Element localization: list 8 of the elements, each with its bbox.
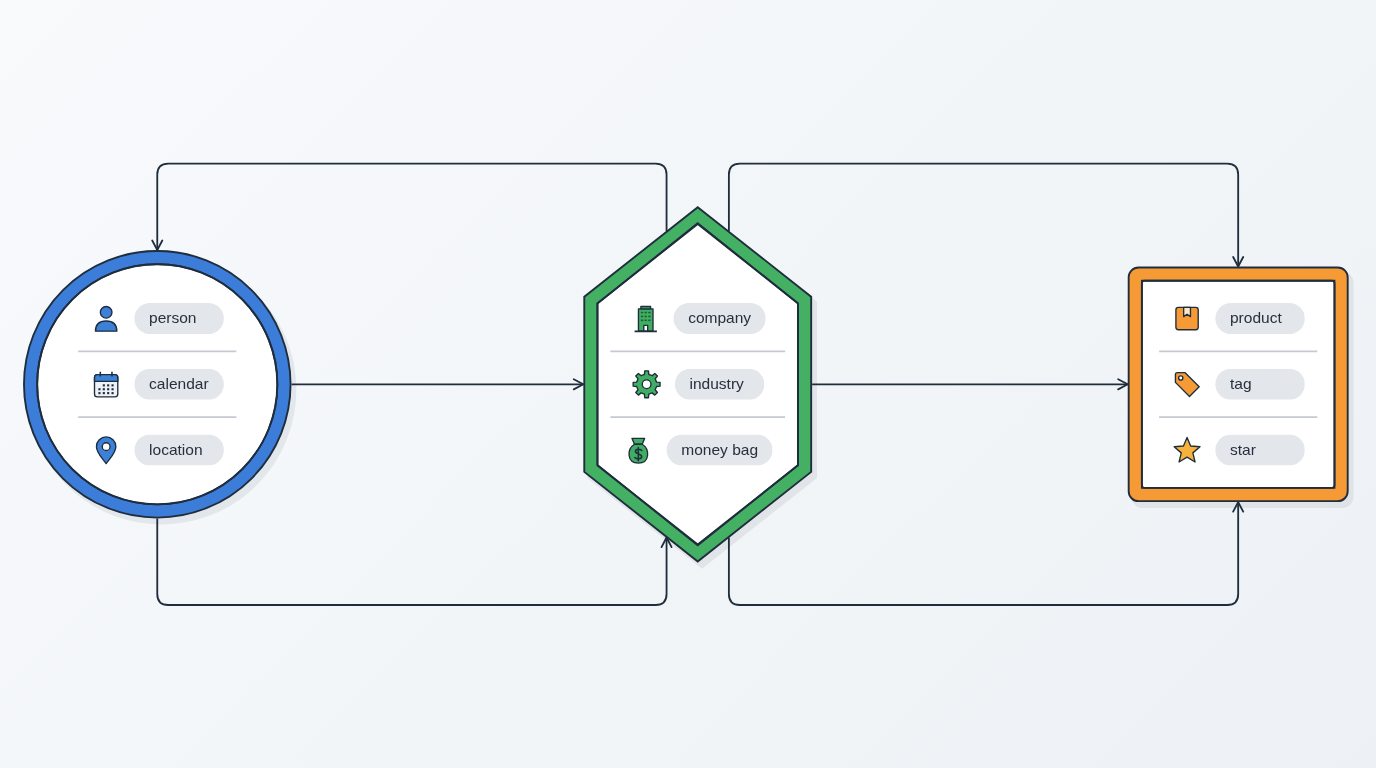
arrow	[727, 162, 1245, 268]
arrow	[811, 378, 1129, 390]
item-label: location	[134, 434, 224, 466]
item-label: calendar	[134, 368, 224, 400]
arrow	[727, 500, 1245, 606]
arrow	[156, 517, 673, 606]
arrow	[290, 378, 585, 390]
arrow	[151, 162, 668, 251]
